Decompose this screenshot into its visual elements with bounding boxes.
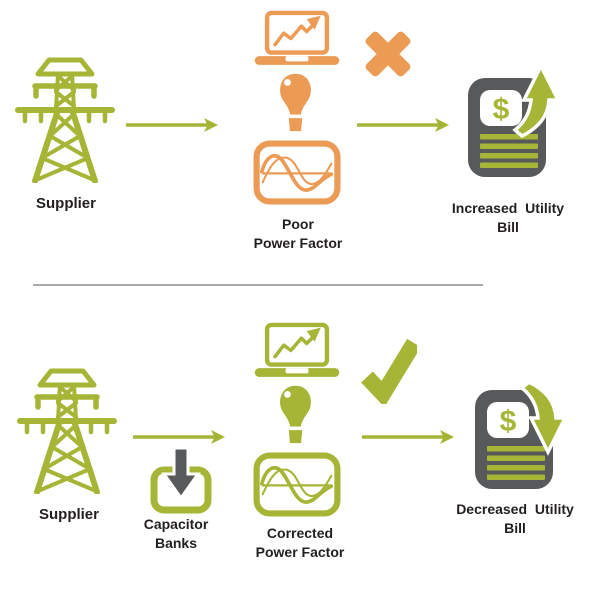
arrow-down-icon [161,446,201,501]
capacitor-banks-label: Capacitor Banks [124,515,228,553]
supplier-label: Supplier [19,505,119,524]
arrow-right-icon [357,118,449,132]
bill-label-line1: Increased Utility [451,200,565,216]
bill-label-line2: Bill [504,520,526,536]
sine-wave-icon [253,140,341,205]
factor-label-line2: Power Factor [255,544,345,560]
bill-label-line1: Decreased Utility [456,501,574,517]
arrow-right-icon [362,430,454,444]
transmission-tower-icon [17,368,117,494]
poor-power-factor-label: Poor Power Factor [238,215,358,253]
dollar-sign: $ [500,405,517,438]
bill-label-line2: Bill [497,219,519,235]
transmission-tower-icon [15,57,115,183]
sine-wave-icon [253,452,341,517]
corrected-power-factor-label: Corrected Power Factor [238,524,362,562]
increased-utility-bill-label: Increased Utility Bill [445,199,571,237]
lightbulb-icon [280,73,311,132]
supplier-label: Supplier [16,194,116,213]
supplier-label-text: Supplier [38,506,99,523]
capacitor-banks-icon [150,446,212,514]
arrow-up-icon [512,62,561,139]
laptop-chart-icon [254,10,340,65]
utility-bill-icon: $ [468,62,561,177]
check-mark-icon [361,338,417,404]
factor-label-line2: Power Factor [253,235,343,251]
factor-label-line1: Corrected [266,525,334,541]
divider [33,284,483,286]
factor-label-line1: Poor [282,216,314,232]
supplier-label-text: Supplier [35,195,96,212]
capacitor-label-line1: Capacitor [143,516,209,532]
utility-bill-icon: $ [475,379,568,489]
dollar-sign: $ [493,93,510,126]
arrow-down-icon [519,379,568,456]
x-mark-icon [365,31,411,77]
arrow-right-icon [126,118,218,132]
decreased-utility-bill-label: Decreased Utility Bill [452,500,578,538]
arrow-right-icon [133,430,225,444]
laptop-chart-icon [254,322,340,377]
lightbulb-icon [280,385,311,444]
capacitor-label-line2: Banks [154,535,198,551]
